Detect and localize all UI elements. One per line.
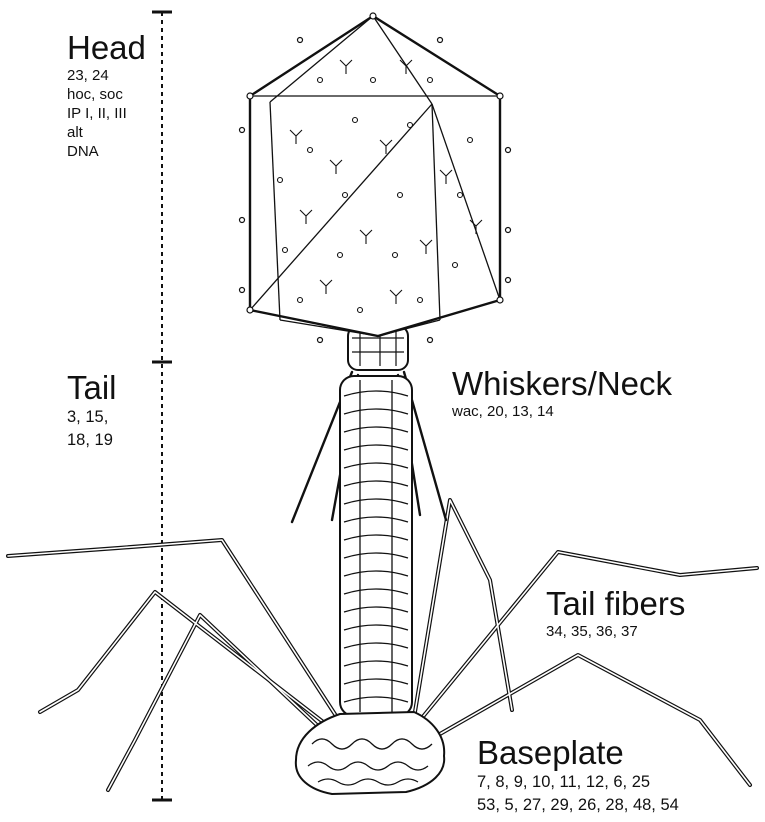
head-gene-line: 23, 24 [67, 66, 146, 85]
baseplate-label: Baseplate 7, 8, 9, 10, 11, 12, 6, 25 53,… [477, 735, 679, 817]
head-label: Head 23, 24 hoc, soc IP I, II, III alt D… [67, 30, 146, 161]
baseplate [296, 712, 444, 794]
tail-fibers-gene-line: 34, 35, 36, 37 [546, 622, 685, 641]
baseplate-gene-line: 7, 8, 9, 10, 11, 12, 6, 25 [477, 771, 679, 794]
tail-gene-line: 18, 19 [67, 429, 117, 452]
baseplate-genes: 7, 8, 9, 10, 11, 12, 6, 25 53, 5, 27, 29… [477, 771, 679, 817]
tail-title: Tail [67, 370, 117, 406]
tail-genes: 3, 15, 18, 19 [67, 406, 117, 452]
head-genes: 23, 24 hoc, soc IP I, II, III alt DNA [67, 66, 146, 161]
head-gene-line: IP I, II, III [67, 104, 146, 123]
tail-label: Tail 3, 15, 18, 19 [67, 370, 117, 452]
head-capsid [240, 13, 511, 343]
whiskers-gene-line: wac, 20, 13, 14 [452, 402, 672, 421]
baseplate-title: Baseplate [477, 735, 679, 771]
head-gene-line: alt [67, 123, 146, 142]
whiskers-label: Whiskers/Neck wac, 20, 13, 14 [452, 366, 672, 421]
scale-bar [152, 12, 172, 800]
tail-fibers-genes: 34, 35, 36, 37 [546, 622, 685, 641]
whiskers-genes: wac, 20, 13, 14 [452, 402, 672, 421]
whiskers-title: Whiskers/Neck [452, 366, 672, 402]
baseplate-gene-line: 53, 5, 27, 29, 26, 28, 48, 54 [477, 794, 679, 817]
head-gene-line: hoc, soc [67, 85, 146, 104]
tail-gene-line: 3, 15, [67, 406, 117, 429]
tail-fibers-title: Tail fibers [546, 586, 685, 622]
head-title: Head [67, 30, 146, 66]
tail-fibers-label: Tail fibers 34, 35, 36, 37 [546, 586, 685, 641]
head-gene-line: DNA [67, 142, 146, 161]
